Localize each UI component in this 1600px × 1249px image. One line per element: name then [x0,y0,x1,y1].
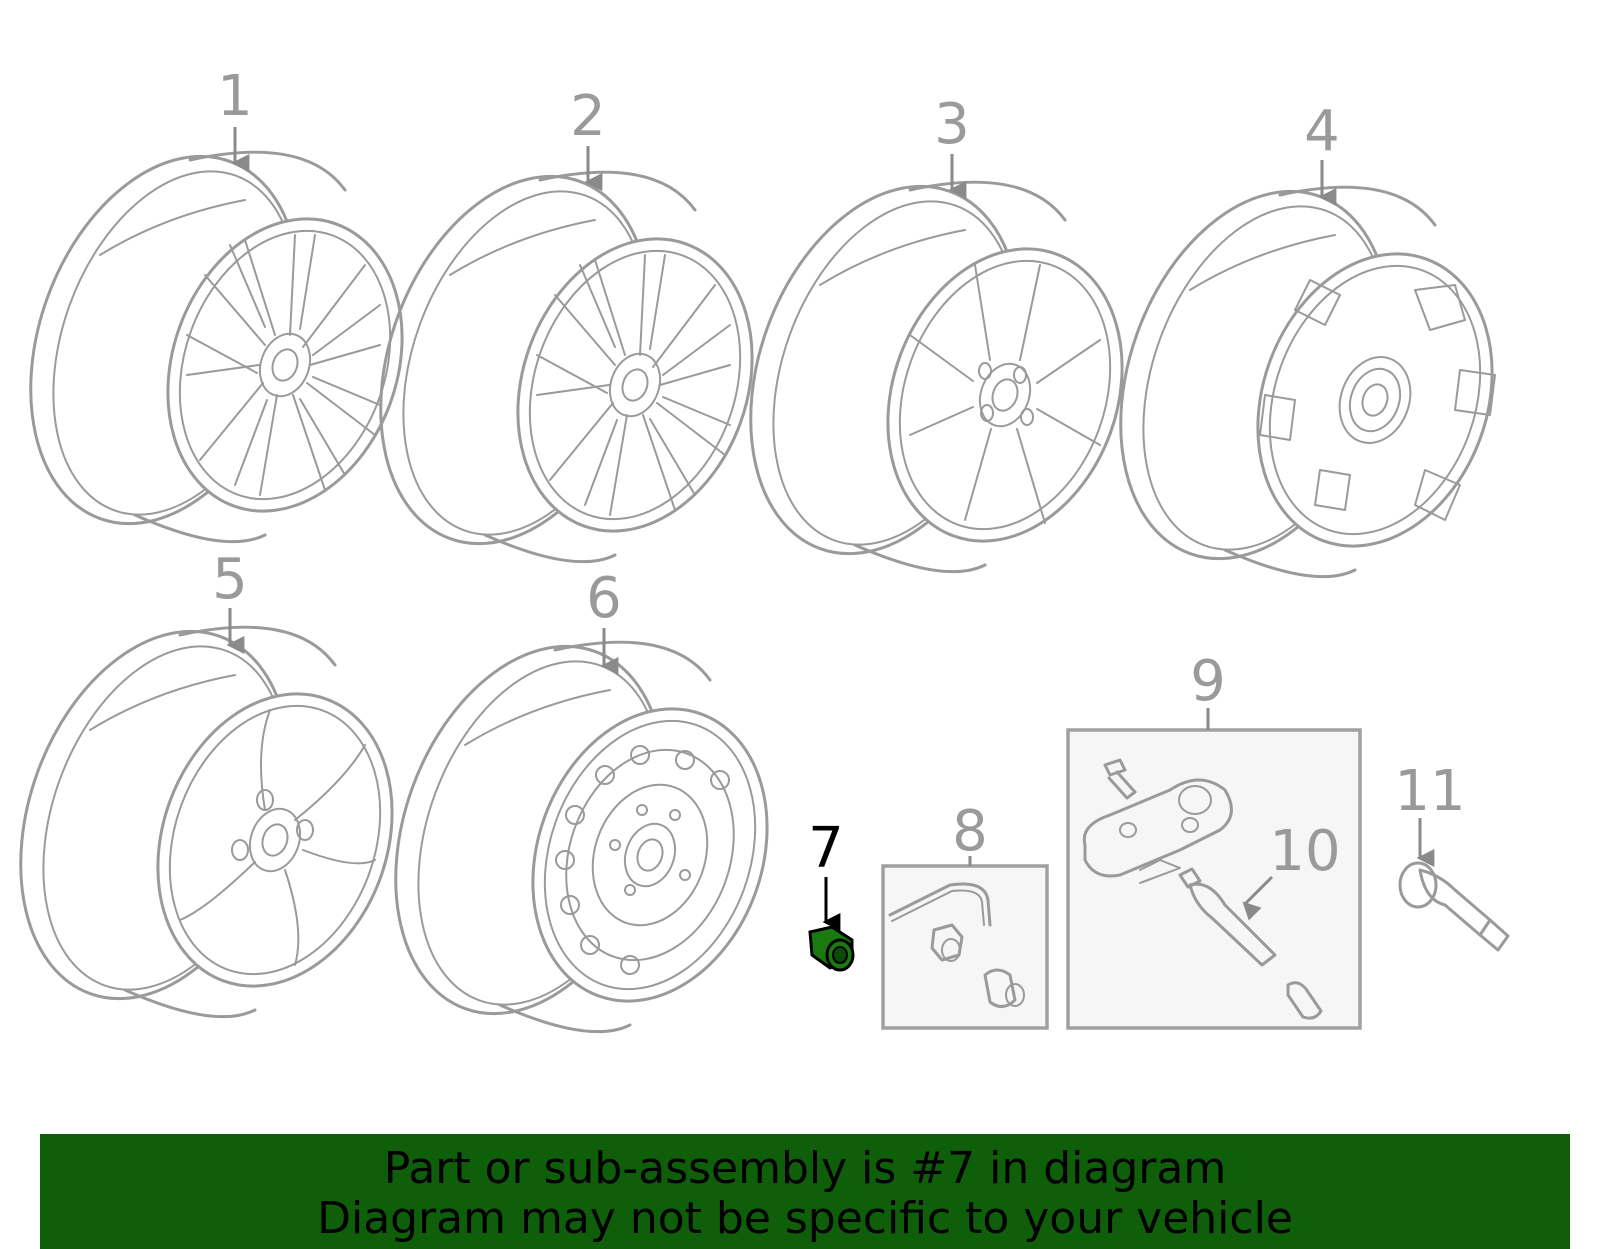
wheel-6[interactable] [346,607,809,1053]
callout-7: 7 [808,816,844,881]
banner-line-1: Part or sub-assembly is #7 in diagram [383,1143,1227,1194]
callout-5: 5 [212,547,248,612]
wheel-3[interactable] [701,147,1164,593]
info-banner: Part or sub-assembly is #7 in diagram Di… [40,1134,1570,1249]
lug-nut-part-7[interactable] [808,925,855,972]
valve-stem-11[interactable] [1398,861,1510,952]
tpms-sensor [1082,758,1233,884]
wheel-4[interactable] [1071,152,1534,598]
valve-stem-10 [1178,867,1323,1020]
callout-3: 3 [934,92,970,157]
callout-4: 4 [1304,99,1340,164]
banner-line-2: Diagram may not be specific to your vehi… [317,1193,1293,1244]
callout-10: 10 [1269,819,1340,884]
wheel-1[interactable] [0,117,444,563]
kit-9-box[interactable] [1066,728,1362,1030]
callout-6: 6 [586,566,622,631]
kit-8-box[interactable] [881,864,1049,1030]
callout-1: 1 [217,64,253,129]
callout-2: 2 [570,84,606,149]
callout-10-arrow [1242,875,1274,921]
kit-8-parts [888,882,1025,1008]
wheel-5[interactable] [0,592,434,1038]
callout-9: 9 [1190,649,1226,714]
callout-11: 11 [1394,759,1465,824]
callout-8: 8 [952,799,988,864]
